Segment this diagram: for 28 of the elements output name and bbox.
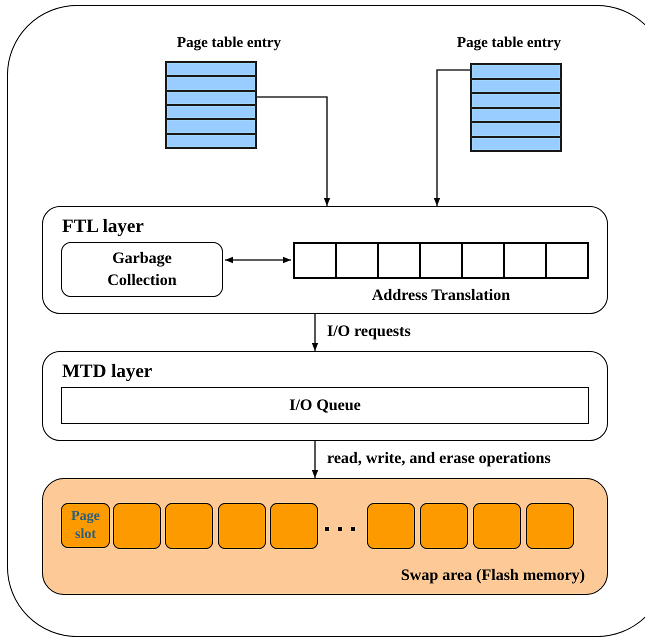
layer-title: FTL layer xyxy=(62,215,144,239)
arrow xyxy=(312,441,318,478)
layer-title: MTD layer xyxy=(62,360,152,384)
page-slot xyxy=(526,503,574,549)
page-slot xyxy=(420,503,468,549)
swap-area-panel xyxy=(42,478,608,595)
layer-panel xyxy=(42,351,608,441)
table-caption: Address Translation xyxy=(370,286,512,306)
arrow xyxy=(312,314,318,351)
page-slot xyxy=(473,503,521,549)
page-slot: Page slot xyxy=(61,503,110,548)
process-box: Garbage Collection xyxy=(61,242,223,297)
arrow xyxy=(225,256,291,264)
edge-label: read, write, and erase operations xyxy=(327,449,551,469)
page-slot xyxy=(113,503,161,549)
outer-frame xyxy=(7,5,645,637)
arrow xyxy=(434,69,470,206)
edge-label: I/O requests xyxy=(327,322,411,342)
layer-panel xyxy=(42,206,608,314)
table-heading: Page table entry xyxy=(176,34,282,53)
page-slot xyxy=(165,503,213,549)
table-heading: Page table entry xyxy=(456,34,562,53)
page-slot xyxy=(270,503,318,549)
page-slot xyxy=(218,503,266,549)
page-slot xyxy=(367,503,415,549)
queue-box: I/O Queue xyxy=(61,387,589,424)
arrow xyxy=(257,96,330,206)
panel-title: Swap area (Flash memory) xyxy=(400,566,585,586)
